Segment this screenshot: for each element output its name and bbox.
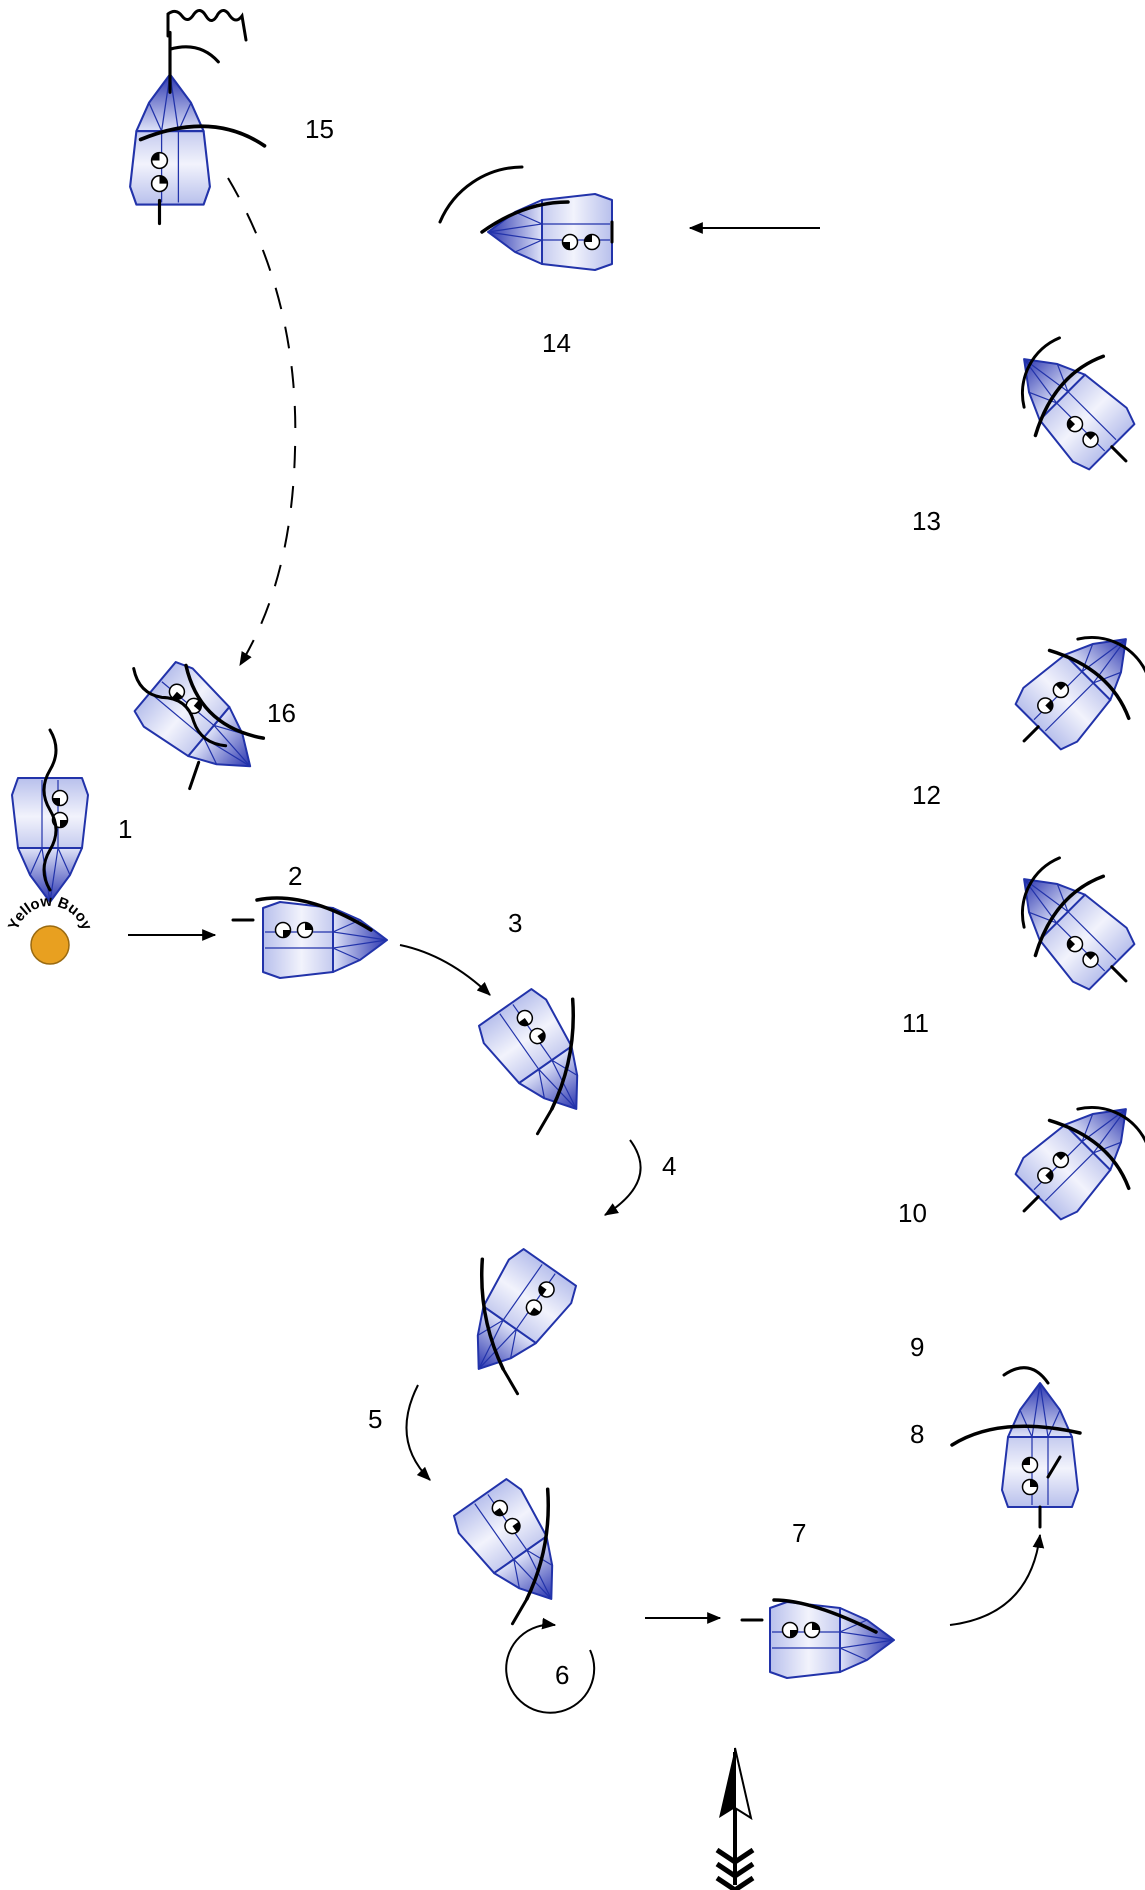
step-label-16: 16 bbox=[267, 698, 296, 728]
boat-15 bbox=[129, 30, 267, 226]
step-label-7: 7 bbox=[792, 1518, 806, 1548]
step-label-14: 14 bbox=[542, 328, 571, 358]
step-label-13: 13 bbox=[912, 506, 941, 536]
boat-5 bbox=[448, 1474, 584, 1626]
course-arrow-turn-6 bbox=[505, 1617, 596, 1714]
boat-10 bbox=[989, 1078, 1145, 1254]
step-label-2: 2 bbox=[288, 861, 302, 891]
step-label-10: 10 bbox=[898, 1198, 927, 1228]
boat-12 bbox=[989, 608, 1145, 784]
boat-13 bbox=[993, 320, 1145, 496]
boat-8-9 bbox=[950, 1366, 1082, 1529]
step-label-1: 1 bbox=[118, 814, 132, 844]
boat-2 bbox=[231, 896, 388, 979]
step-label-3: 3 bbox=[508, 908, 522, 938]
step-label-12: 12 bbox=[912, 780, 941, 810]
boat-16 bbox=[129, 656, 276, 797]
wind-arrow-icon bbox=[715, 1747, 755, 1890]
boat-11 bbox=[993, 840, 1145, 1016]
course-arrow-15-16 bbox=[227, 177, 297, 666]
boat-7 bbox=[740, 1598, 895, 1679]
step-label-4: 4 bbox=[662, 1151, 676, 1181]
boat-1 bbox=[11, 728, 89, 903]
step-label-11: 11 bbox=[902, 1008, 929, 1038]
step-label-8: 8 bbox=[910, 1419, 924, 1449]
boat-4 bbox=[446, 1244, 582, 1396]
yellow-buoy bbox=[30, 925, 70, 965]
course-arrow-3-4 bbox=[604, 1139, 642, 1216]
step-label-15: 15 bbox=[305, 114, 334, 144]
step-label-5: 5 bbox=[368, 1404, 382, 1434]
step-label-9: 9 bbox=[910, 1332, 924, 1362]
step-label-6: 6 bbox=[555, 1660, 569, 1690]
course-arrow-4-5 bbox=[405, 1384, 431, 1481]
boat-3 bbox=[473, 984, 609, 1136]
course-arrow-2-3 bbox=[399, 944, 491, 996]
course-arrow-7-8 bbox=[949, 1533, 1045, 1626]
boat-14 bbox=[438, 165, 614, 271]
flag-15 bbox=[166, 9, 248, 42]
